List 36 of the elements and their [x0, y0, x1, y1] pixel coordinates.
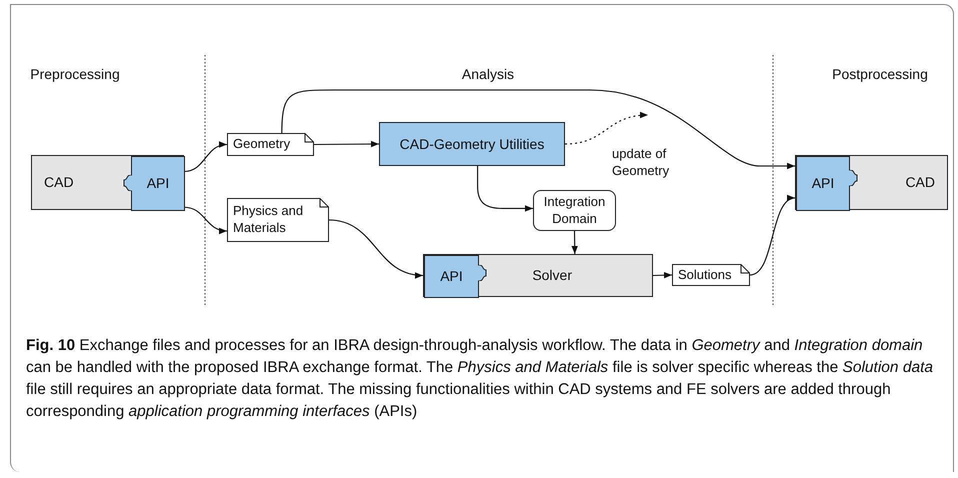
- arrow: [281, 89, 795, 170]
- node-label: Physics and Materials: [233, 203, 304, 237]
- component-box: [795, 155, 948, 210]
- figure-caption: Fig. 10 Exchange files and processes for an IBRA design-through-analysis workflow. The data in Geometry and Integration domain can be handled with the proposed IBRA exchange format. The Physics and Materials file is solver specific whereas the Solution data file still requires an appropriate data format. The missing functionalities within CAD systems and FE solvers are added through corresponding application programming interfaces (APIs): [26, 336, 934, 422]
- arrow: [564, 112, 648, 145]
- api-box: [796, 156, 850, 211]
- node-label: Geometry: [233, 136, 290, 153]
- arrow: [652, 272, 672, 278]
- rounded-box: [533, 190, 616, 231]
- node-label: Solutions: [678, 266, 732, 284]
- node-label: API: [146, 174, 170, 193]
- column-heading: Preprocessing: [30, 65, 120, 84]
- arrow: [314, 140, 379, 148]
- arrow: [184, 206, 228, 234]
- component-box: [31, 155, 184, 210]
- node-label: CAD: [905, 173, 935, 192]
- node-label: Solver: [532, 266, 572, 285]
- node-label: API: [812, 174, 834, 193]
- arrow: [477, 166, 533, 212]
- document-shape: [227, 133, 314, 156]
- api-box: [131, 156, 185, 211]
- arrow: [328, 219, 424, 278]
- node-label: CAD-Geometry Utilities: [400, 134, 544, 154]
- document-shape: [227, 198, 329, 242]
- process-box: [379, 122, 565, 166]
- component-box: [423, 254, 653, 297]
- arrow: [184, 142, 228, 172]
- node-label: Integration Domain: [542, 194, 606, 227]
- document-shape: [672, 264, 750, 286]
- column-heading: Postprocessing: [832, 65, 928, 84]
- node-label: API: [440, 267, 463, 286]
- node-label: CAD: [44, 173, 74, 192]
- arrow: [572, 231, 578, 254]
- arrow: [750, 196, 796, 276]
- api-box: [424, 255, 479, 298]
- column-heading: Analysis: [462, 65, 514, 84]
